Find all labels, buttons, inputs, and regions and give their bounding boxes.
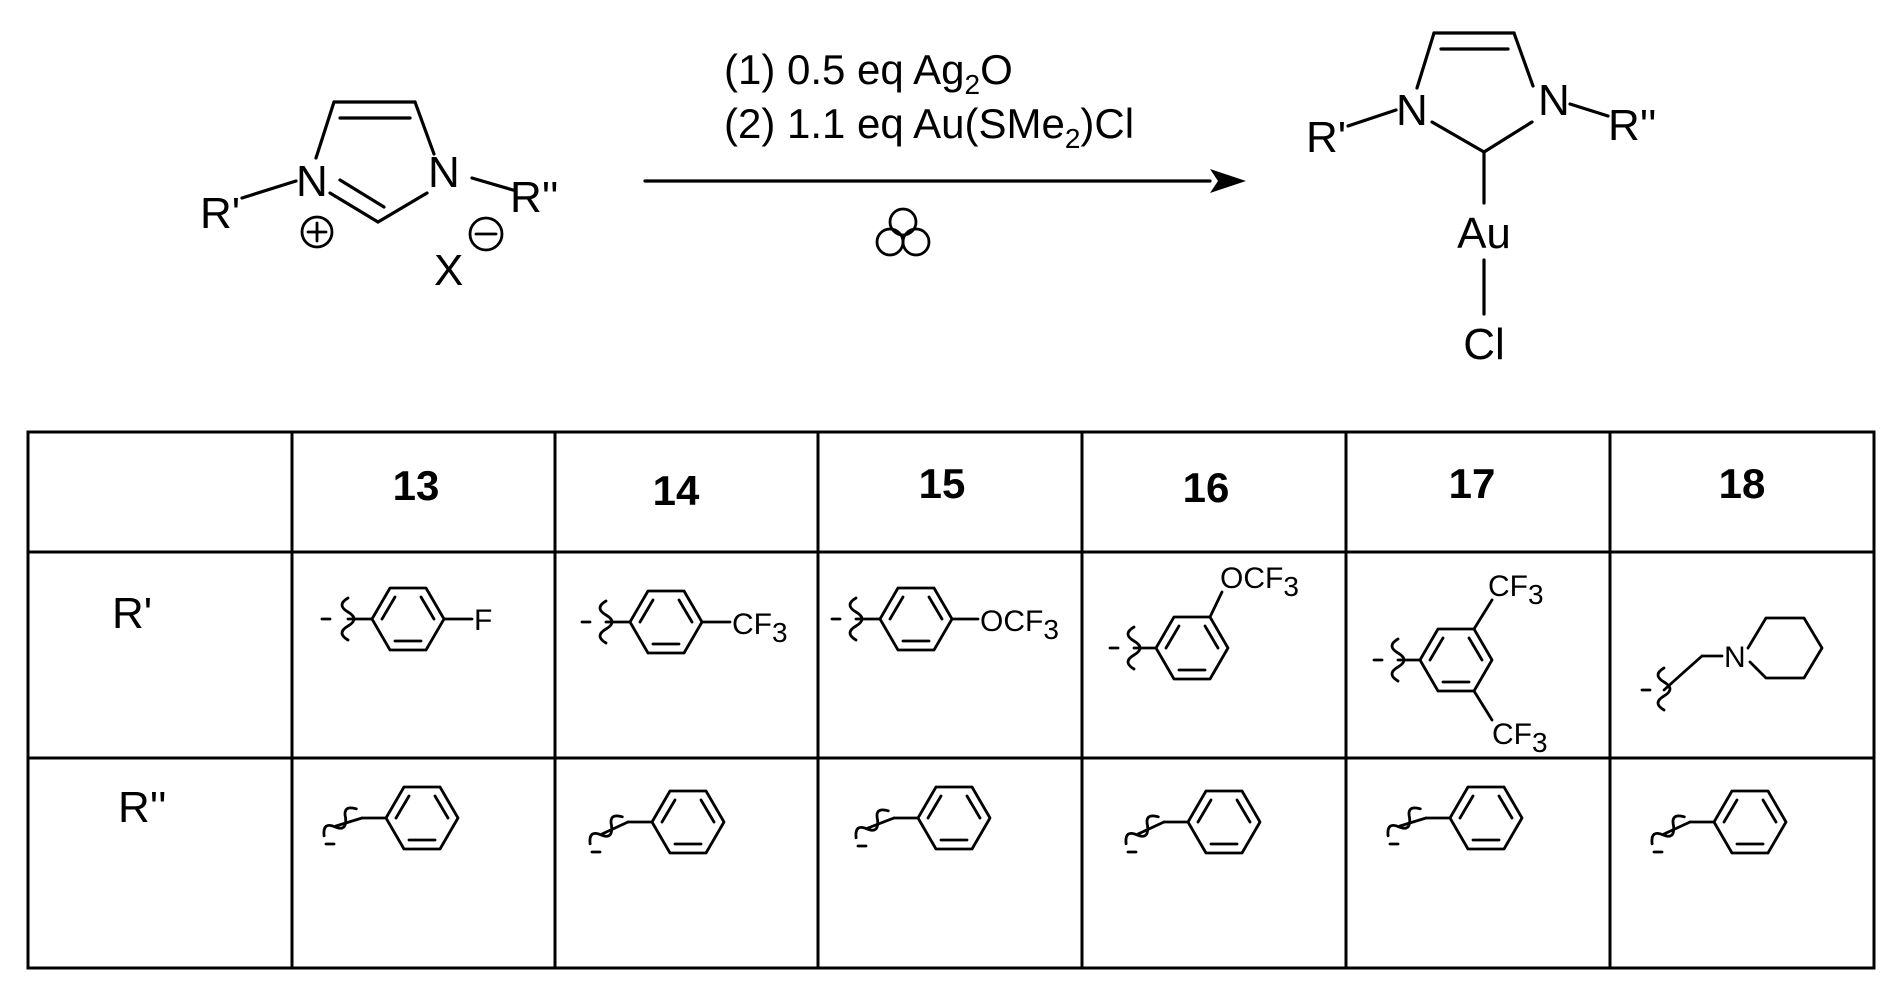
r1-2-piperidinylethyl: N (1640, 616, 1824, 712)
negative-charge-icon (468, 216, 504, 252)
column-header-16: 16 (1183, 464, 1230, 511)
r1-17-substituent-label-top: CF3 (1488, 570, 1544, 610)
reactant-r2-label: R'' (510, 173, 559, 222)
counterion-label: X (434, 246, 463, 295)
r2-benzyl-14 (588, 789, 726, 855)
r2-benzyl-18 (1650, 789, 1788, 855)
column-header-13: 13 (393, 462, 440, 509)
r1-4-trifluoromethylphenyl: CF3 (580, 589, 788, 655)
r1-17-substituent-label-bottom: CF3 (1492, 718, 1548, 758)
substituent-table: 13 14 15 16 17 18 R' R'' F (26, 430, 1876, 970)
r2-benzyl-17 (1386, 785, 1524, 851)
product-r1-label: R' (1306, 113, 1346, 162)
chloride-label: Cl (1463, 320, 1505, 369)
column-header-17: 17 (1449, 460, 1496, 507)
product-nhc-gold-complex: N N R' R'' Au Cl (1306, 31, 1657, 369)
condition-step-2: (2) 1.1 eq Au(SMe2)Cl (724, 100, 1134, 154)
column-header-14: 14 (653, 467, 700, 514)
product-n-left: N (1396, 86, 1428, 135)
reaction-conditions: (1) 0.5 eq Ag2O (2) 1.1 eq Au(SMe2)Cl (643, 46, 1246, 257)
column-header-18: 18 (1719, 460, 1766, 507)
ultrasound-icon (875, 207, 931, 257)
reactant-n-left: N (296, 157, 328, 206)
r1-13-substituent-label: F (474, 604, 492, 637)
arrowhead-icon (1210, 169, 1246, 193)
r2-benzyl-16 (1124, 789, 1262, 855)
r1-16-substituent-label: OCF3 (1220, 562, 1299, 602)
row-label-r1: R' (112, 589, 152, 638)
r1-4-trifluoromethoxyphenyl: OCF3 (830, 586, 1059, 652)
reactant-imidazolium: N N R' R'' X (200, 100, 559, 295)
r1-18-substituent-label: N (1724, 641, 1746, 674)
product-r2-label: R'' (1608, 101, 1657, 150)
reactant-n-right: N (428, 148, 460, 197)
r1-14-substituent-label: CF3 (732, 608, 788, 648)
r1-15-substituent-label: OCF3 (980, 605, 1059, 645)
r1-3-trifluoromethoxyphenyl: OCF3 (1108, 562, 1299, 681)
r2-benzyl-15 (854, 785, 992, 851)
row-label-r2: R'' (118, 783, 167, 832)
reactant-r1-label: R' (200, 189, 240, 238)
gold-atom-label: Au (1457, 209, 1511, 258)
product-n-right: N (1538, 76, 1570, 125)
column-header-15: 15 (919, 460, 966, 507)
r2-benzyl-13 (322, 785, 460, 851)
condition-step-1: (1) 0.5 eq Ag2O (724, 46, 1013, 100)
positive-charge-icon (300, 215, 334, 249)
r1-3-5-bis-trifluoromethylphenyl: CF3 CF3 (1372, 570, 1548, 758)
r1-4-fluorophenyl: F (320, 586, 492, 652)
